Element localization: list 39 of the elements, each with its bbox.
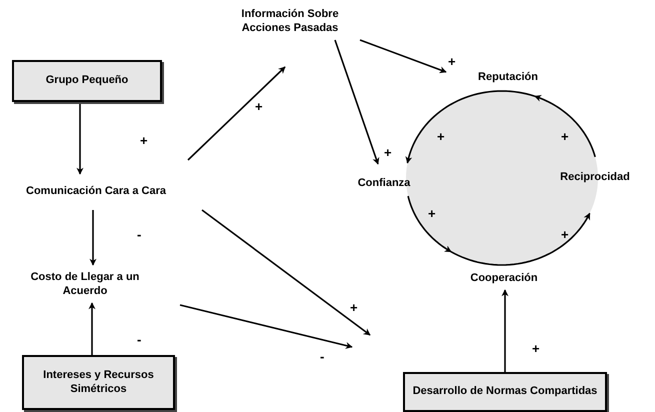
node-label: Costo de Llegar a un Acuerdo <box>30 271 140 299</box>
factor-box <box>22 355 175 410</box>
polarity-sign: + <box>561 228 569 241</box>
node-label: Cooperación <box>470 272 538 286</box>
node-label: Reciprocidad <box>560 171 630 185</box>
polarity-sign: + <box>384 146 392 159</box>
factor-box <box>12 60 162 102</box>
polarity-sign: + <box>532 342 540 355</box>
node-label: Información Sobre Acciones Pasadas <box>240 8 340 36</box>
arrow <box>88 302 96 355</box>
node-label: Reputación <box>478 71 538 85</box>
arrow <box>502 289 508 372</box>
arrow <box>202 209 371 336</box>
node-label: Confianza <box>358 177 410 191</box>
node-label: Desarrollo de Normas Compartidas <box>412 385 598 399</box>
arrow <box>334 40 380 165</box>
arrow <box>76 103 84 175</box>
polarity-sign: - <box>137 228 142 241</box>
polarity-sign: + <box>428 207 436 220</box>
arrow <box>360 39 447 74</box>
arrow <box>534 94 596 158</box>
polarity-sign: - <box>137 333 142 346</box>
polarity-sign: + <box>255 100 263 113</box>
arrow <box>407 196 452 252</box>
arrow <box>450 212 590 266</box>
arrow <box>187 66 286 161</box>
node-label: Comunicación Cara a Cara <box>26 185 166 199</box>
polarity-sign: + <box>140 134 148 147</box>
arrow <box>180 304 353 349</box>
node-label: Grupo Pequeño <box>46 74 128 88</box>
polarity-sign: + <box>448 55 456 68</box>
polarity-sign: + <box>437 130 445 143</box>
arrow <box>90 210 96 266</box>
polarity-sign: + <box>561 130 569 143</box>
polarity-sign: - <box>320 350 324 363</box>
node-label: Intereses y Recursos Simétricos <box>42 368 155 396</box>
arrow <box>405 90 536 164</box>
factor-box <box>403 372 607 412</box>
polarity-sign: + <box>350 301 358 314</box>
